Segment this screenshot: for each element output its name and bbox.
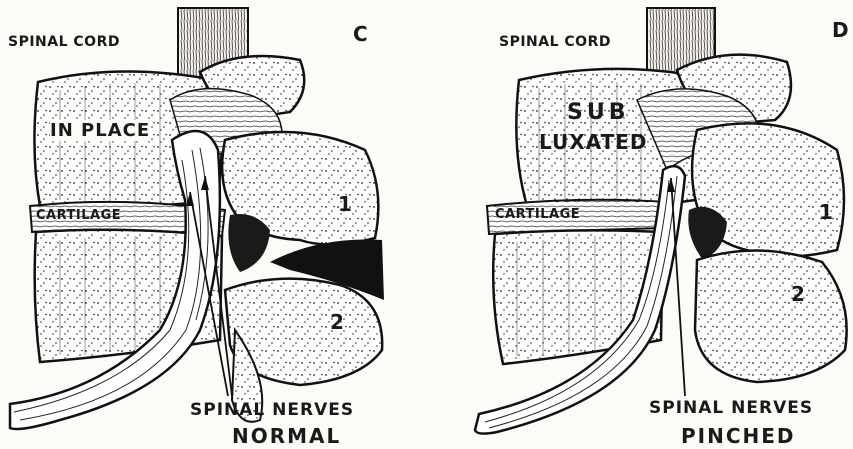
panel-c-drawing xyxy=(0,0,426,449)
panel-d-pinched: SPINAL CORD D SUB LUXATED CARTILAGE 1 2 … xyxy=(427,0,853,449)
spinal-nerves-label: SPINAL NERVES xyxy=(649,398,813,418)
process-2 xyxy=(695,250,847,382)
vertebra-label-line-1: SUB xyxy=(567,100,629,125)
panel-d-drawing xyxy=(427,0,853,449)
vertebra-label: IN PLACE xyxy=(50,120,150,141)
number-2-label: 2 xyxy=(330,310,344,334)
cartilage-label: CARTILAGE xyxy=(36,208,121,223)
vertebra-label-line-2: LUXATED xyxy=(539,130,648,154)
number-1-label: 1 xyxy=(338,192,352,216)
state-caption: PINCHED xyxy=(681,424,796,448)
spinal-cord-label: SPINAL CORD xyxy=(8,34,120,50)
panel-letter: C xyxy=(353,22,368,46)
spinal-cord-label: SPINAL CORD xyxy=(499,34,611,50)
panel-letter: D xyxy=(832,18,849,42)
number-2-label: 2 xyxy=(791,282,805,306)
cartilage-label: CARTILAGE xyxy=(495,207,580,222)
spinal-nerves-label: SPINAL NERVES xyxy=(190,400,354,420)
state-caption: NORMAL xyxy=(232,424,341,448)
number-1-label: 1 xyxy=(819,200,833,224)
panel-c-normal: SPINAL CORD C IN PLACE CARTILAGE 1 2 SPI… xyxy=(0,0,426,449)
